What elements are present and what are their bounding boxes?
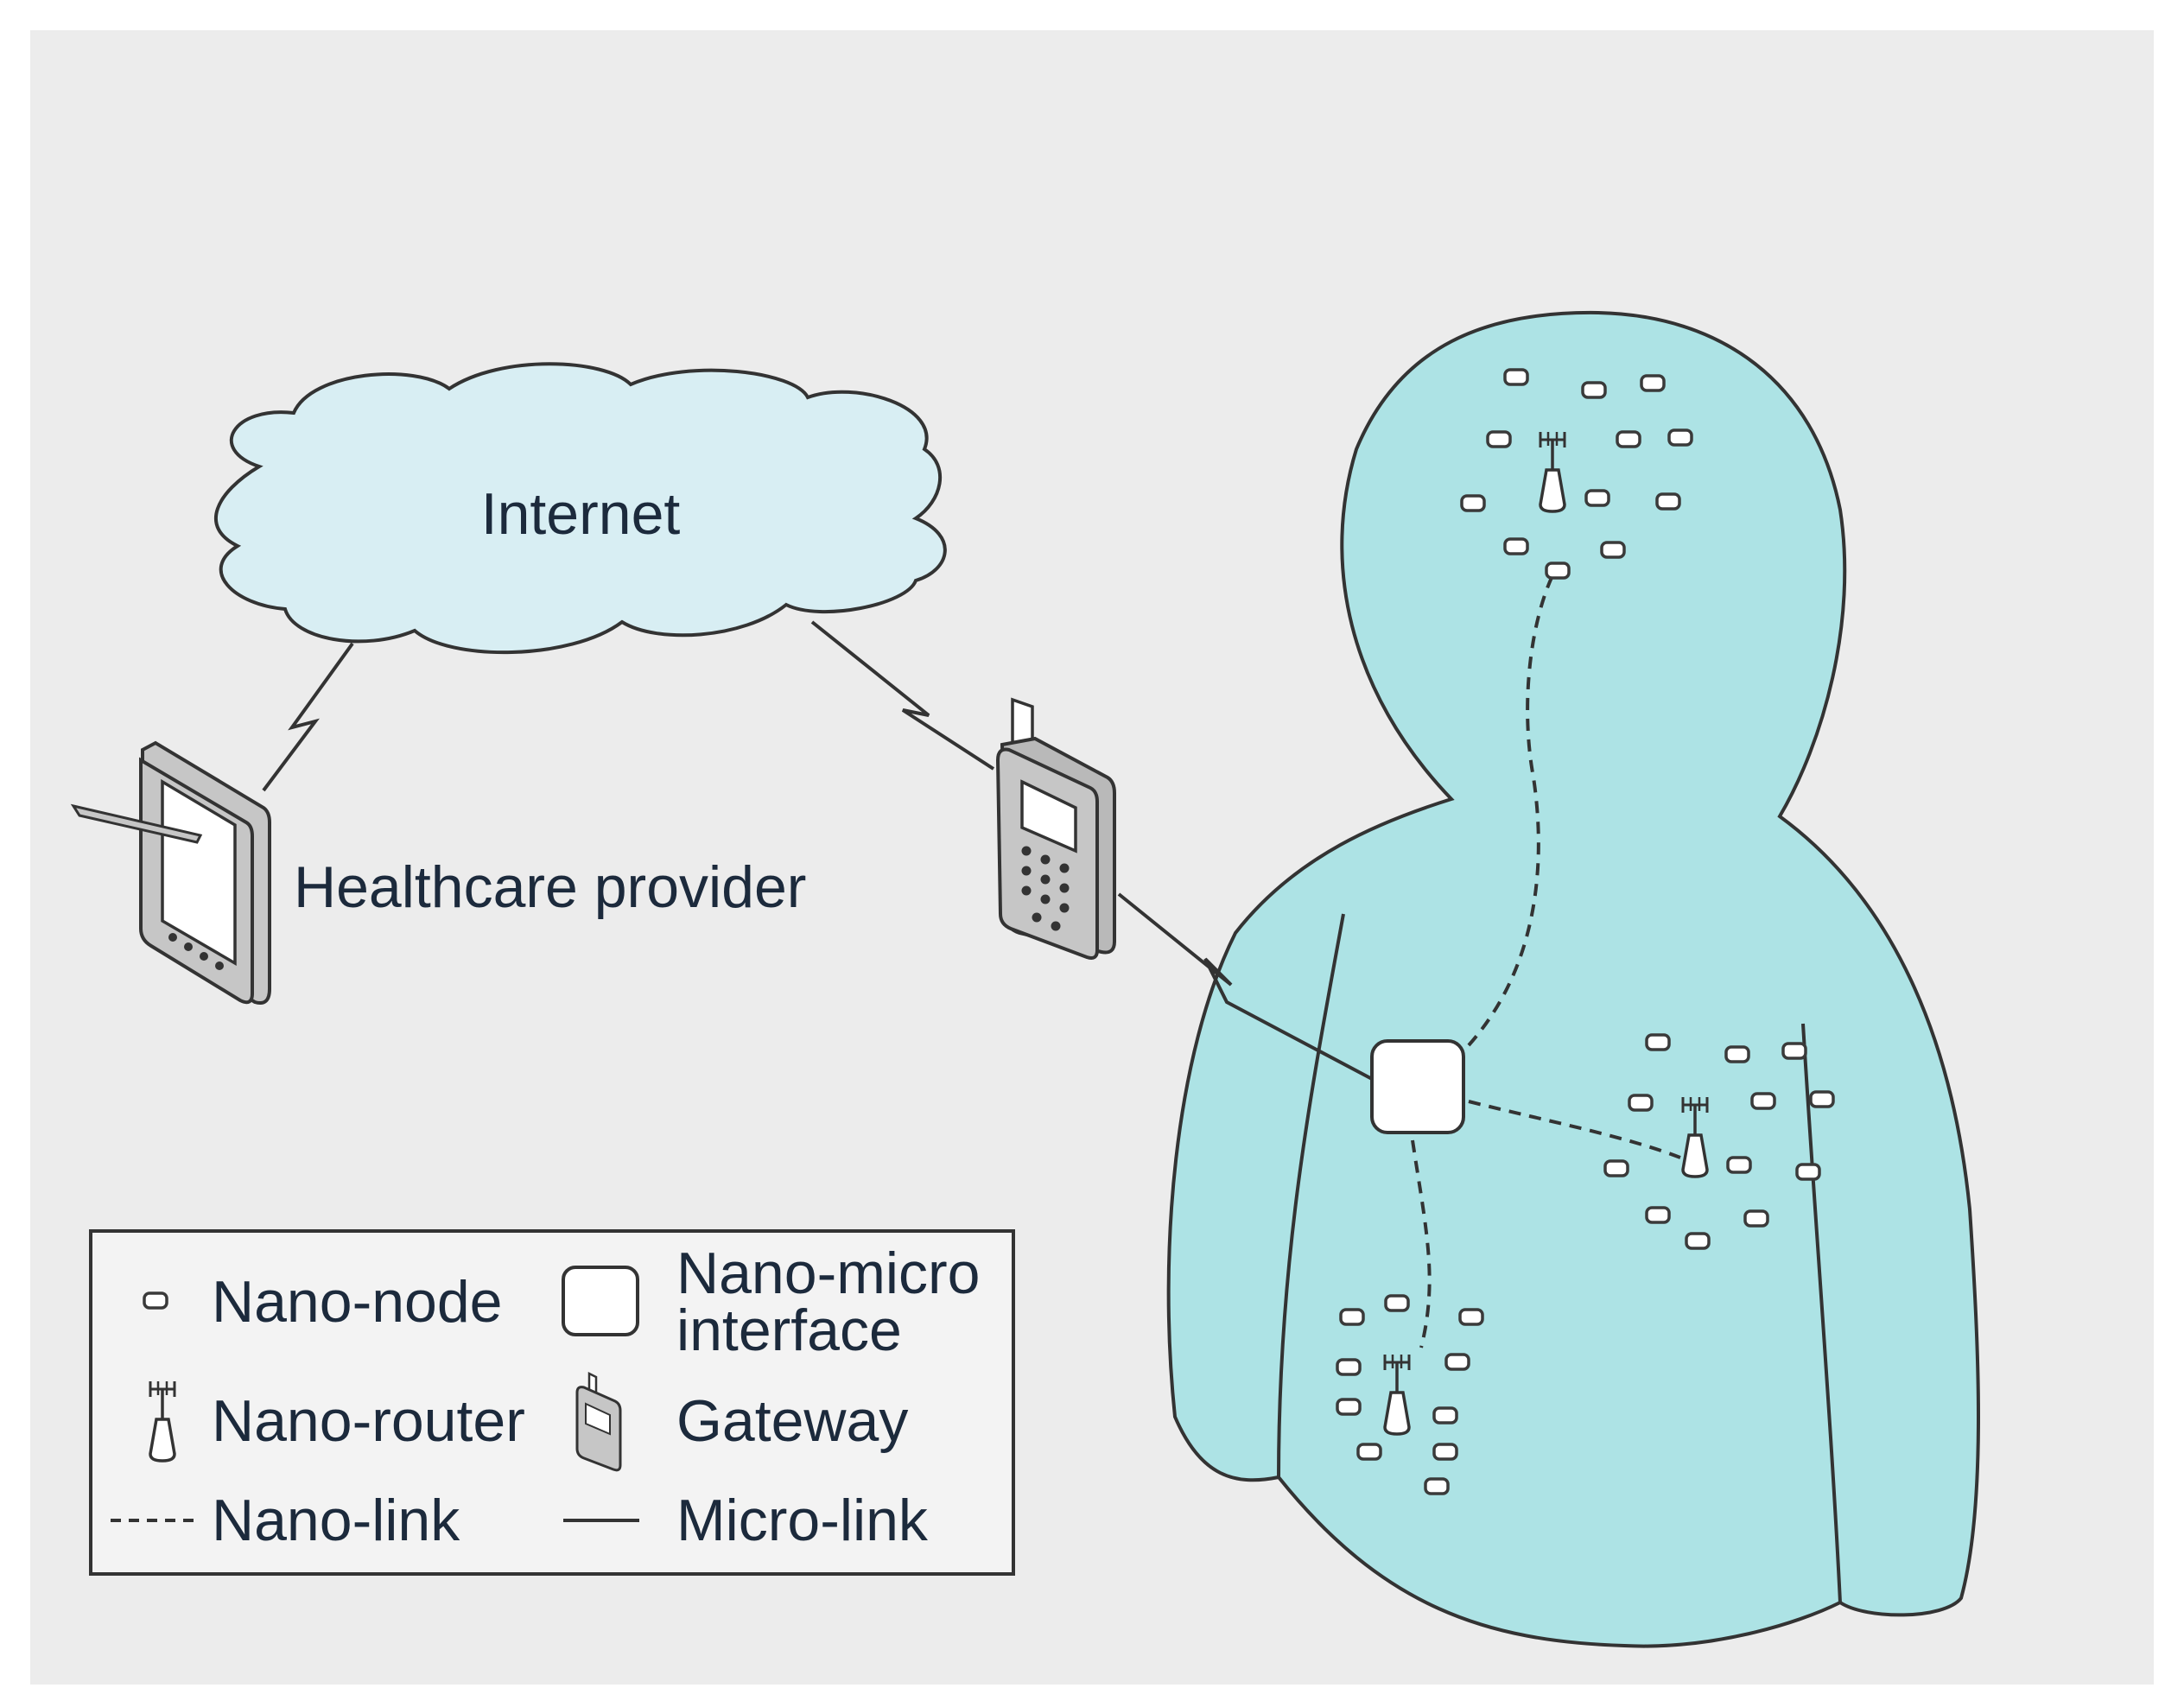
nano-node xyxy=(1458,1308,1484,1326)
nano-node xyxy=(1809,1090,1835,1108)
nano-node xyxy=(1356,1443,1382,1461)
nano-node xyxy=(1584,489,1610,507)
nano-node xyxy=(1424,1477,1450,1495)
nano-node xyxy=(1645,1033,1671,1051)
nano-node xyxy=(1724,1045,1750,1063)
nano-micro-interface xyxy=(1370,1039,1465,1134)
nano-node xyxy=(1444,1353,1470,1371)
nano-node xyxy=(1603,1159,1629,1177)
nano-node xyxy=(1336,1358,1362,1376)
legend: Nano-node Nano-micro interface Nano-rout… xyxy=(89,1229,1015,1576)
nano-node xyxy=(1743,1209,1769,1228)
nano-node xyxy=(1645,1206,1671,1224)
nano-node xyxy=(1460,494,1486,512)
nano-link-abdomen xyxy=(1411,1139,1432,1348)
nano-node xyxy=(1432,1406,1458,1425)
nano-link-head xyxy=(1467,569,1557,1047)
left-arm-line xyxy=(1277,913,1345,1478)
phone-icon xyxy=(995,697,1116,960)
legend-interface-icon xyxy=(562,1266,639,1336)
nano-node xyxy=(1600,541,1626,559)
legend-micro-link-label: Micro-link xyxy=(676,1488,929,1553)
nano-node xyxy=(1685,1232,1711,1250)
nano-node xyxy=(1667,428,1693,447)
abdomen-cluster xyxy=(1336,1294,1484,1495)
nano-node xyxy=(1640,374,1666,392)
head-cluster xyxy=(1460,368,1693,580)
nano-node xyxy=(1339,1308,1365,1326)
micro-link-cloud-tablet xyxy=(262,642,354,792)
legend-gateway-label: Gateway xyxy=(676,1388,908,1454)
legend-box xyxy=(89,1229,1015,1576)
legend-nano-node-label: Nano-node xyxy=(212,1269,502,1335)
nano-node xyxy=(1486,430,1512,448)
nano-node xyxy=(1628,1094,1654,1112)
nano-node xyxy=(1432,1443,1458,1461)
nano-node xyxy=(1581,381,1607,399)
legend-gateway-icon xyxy=(575,1371,622,1472)
nano-node xyxy=(1726,1156,1752,1174)
nano-node xyxy=(1781,1042,1807,1060)
legend-nano-link-label: Nano-link xyxy=(212,1488,460,1553)
tablet-icon xyxy=(70,740,271,1005)
micro-link-cloud-phone xyxy=(810,620,995,771)
legend-interface-label-1: Nano-micro xyxy=(676,1241,980,1306)
nano-node xyxy=(1616,430,1641,448)
legend-nano-node-icon xyxy=(143,1291,168,1310)
nano-node xyxy=(1503,368,1529,386)
legend-interface-label-2: interface xyxy=(676,1298,902,1363)
internet-cloud xyxy=(213,362,947,655)
nano-link-chest xyxy=(1468,1100,1681,1159)
nano-node xyxy=(1336,1398,1362,1416)
micro-link-phone-interface xyxy=(1117,892,1375,1082)
person-body xyxy=(1166,310,1980,1648)
nano-node xyxy=(1503,537,1529,555)
nano-node xyxy=(1750,1092,1776,1110)
right-arm-line xyxy=(1801,1023,1842,1603)
internet-label: Internet xyxy=(481,481,681,547)
legend-nano-router-label: Nano-router xyxy=(212,1388,525,1454)
nano-node xyxy=(1795,1163,1821,1181)
nano-node xyxy=(1655,492,1681,511)
nano-node xyxy=(1545,562,1571,580)
healthcare-provider-label: Healthcare provider xyxy=(294,854,806,920)
chest-cluster xyxy=(1603,1033,1835,1250)
nano-node xyxy=(1384,1294,1410,1312)
